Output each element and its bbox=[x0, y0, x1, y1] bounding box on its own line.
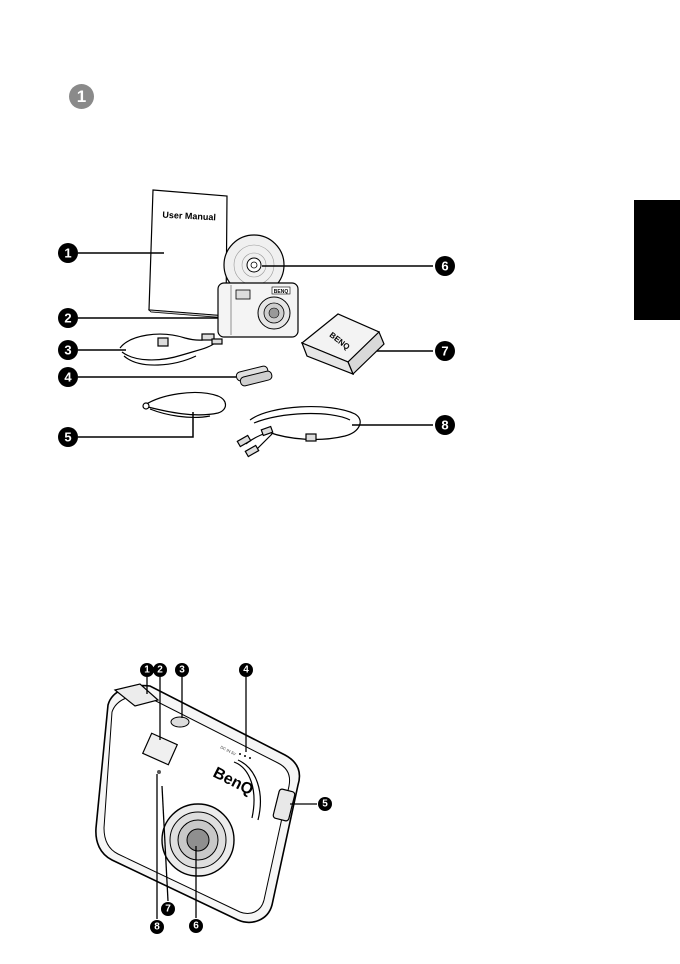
batteries-illustration bbox=[235, 365, 273, 387]
callout-1: 1 bbox=[58, 243, 78, 263]
callout-label: 6 bbox=[441, 259, 448, 274]
callout-label: 7 bbox=[165, 904, 171, 915]
callout-3: 3 bbox=[58, 340, 78, 360]
front-callout-5: 5 bbox=[318, 797, 332, 811]
shutter-button bbox=[170, 716, 190, 728]
front-callout-8: 8 bbox=[150, 920, 164, 934]
front-callout-3: 3 bbox=[175, 663, 189, 677]
usb-cable-illustration bbox=[119, 333, 223, 366]
callout-6: 6 bbox=[435, 256, 455, 276]
user-manual-illustration: User Manual bbox=[147, 189, 228, 319]
callout-label: 6 bbox=[193, 921, 199, 932]
av-cable-illustration bbox=[236, 406, 361, 458]
lens bbox=[161, 803, 235, 877]
callout-label: 7 bbox=[441, 344, 448, 359]
callout-label: 4 bbox=[64, 370, 72, 385]
front-callout-7: 7 bbox=[161, 902, 175, 916]
callout-4: 4 bbox=[58, 367, 78, 387]
callout-2: 2 bbox=[58, 308, 78, 328]
cd-illustration bbox=[223, 234, 285, 296]
camera-pouch-illustration: BENQ bbox=[300, 313, 385, 376]
callout-leader-lines bbox=[78, 252, 433, 438]
port-cover bbox=[272, 788, 296, 822]
front-callout-4: 4 bbox=[239, 663, 253, 677]
callout-7: 7 bbox=[435, 341, 455, 361]
power-button bbox=[113, 683, 160, 707]
manual-title: User Manual bbox=[162, 210, 216, 223]
front-callout-2: 2 bbox=[153, 663, 167, 677]
callout-label: 8 bbox=[441, 418, 448, 433]
callout-label: 3 bbox=[179, 665, 185, 676]
camera-brand-label: BENQ bbox=[274, 289, 289, 295]
af-assist-lamp bbox=[157, 770, 161, 774]
callout-label: 8 bbox=[154, 922, 160, 933]
callout-label: 3 bbox=[64, 343, 71, 358]
front-callout-6: 6 bbox=[189, 919, 203, 933]
callout-label: 1 bbox=[64, 246, 71, 261]
camera-illustration: BENQ bbox=[217, 282, 299, 338]
callout-label: 5 bbox=[322, 799, 328, 810]
callout-5: 5 bbox=[58, 427, 78, 447]
callout-8: 8 bbox=[435, 415, 455, 435]
wrist-strap-illustration bbox=[142, 391, 227, 419]
callout-label: 1 bbox=[144, 665, 150, 676]
microphone-holes bbox=[239, 753, 251, 759]
callout-label: 2 bbox=[64, 311, 71, 326]
package-contents-figure: User Manual BENQ bbox=[58, 189, 455, 458]
flash bbox=[141, 732, 179, 766]
chapter-number-badge: 1 bbox=[69, 84, 94, 109]
camera-front-figure: DC IN 5V BenQ 1 2 3 4 bbox=[95, 663, 332, 934]
front-callout-1: 1 bbox=[140, 663, 154, 677]
callout-label: 4 bbox=[243, 665, 249, 676]
chapter-side-tab bbox=[634, 200, 680, 320]
front-callout-leaders bbox=[146, 677, 317, 919]
callout-label: 2 bbox=[157, 665, 163, 676]
callout-label: 5 bbox=[64, 430, 71, 445]
